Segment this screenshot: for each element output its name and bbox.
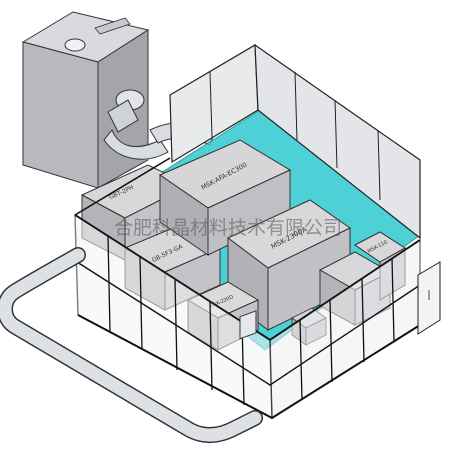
equipment-main-box-top: MSK-AFA-EC300 xyxy=(158,139,292,256)
exhaust-vent-icon xyxy=(64,38,86,52)
watermark-text: 合肥科晶材料技术有限公司 xyxy=(114,217,342,239)
room-front-walls xyxy=(74,157,421,420)
supply-duct-loop xyxy=(0,247,263,443)
room-back-walls xyxy=(169,43,421,240)
duct-inlet-icon xyxy=(239,310,257,340)
room-door xyxy=(417,261,441,335)
